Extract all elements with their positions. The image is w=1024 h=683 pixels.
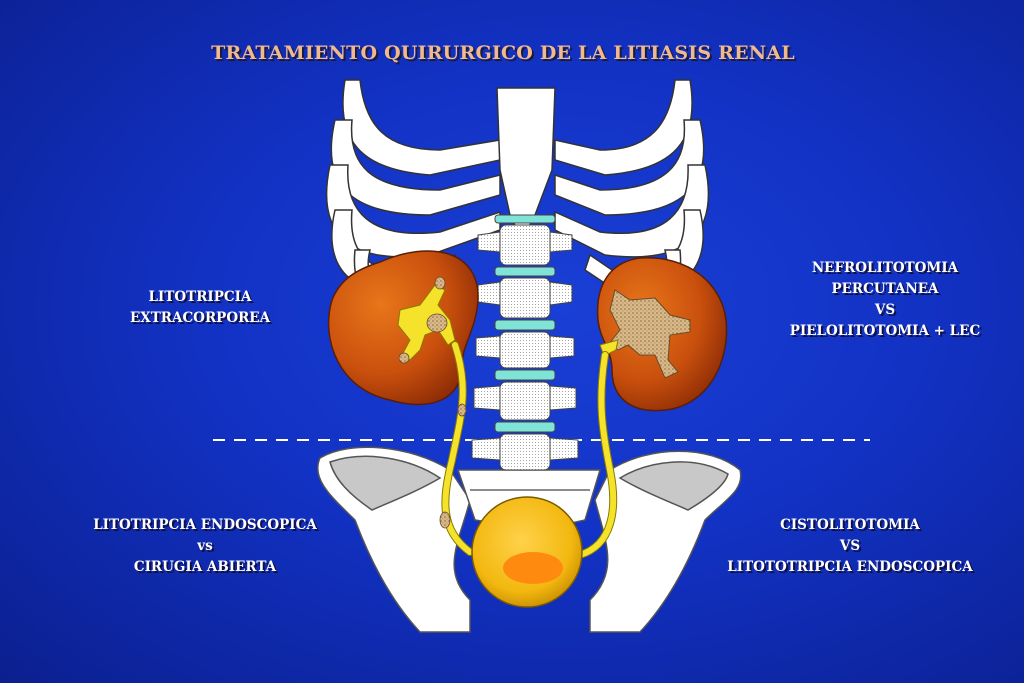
ureter-stone-lower [439, 511, 451, 529]
bladder [471, 496, 583, 608]
kidney-right [596, 257, 728, 412]
label-line: EXTRACORPOREA [129, 310, 271, 326]
label-line: LITOTRIPCIA ENDOSCOPICA [93, 517, 317, 533]
label-line: PERCUTANEA [831, 281, 939, 297]
label-cistolitotomia: CISTOLITOTOMIA VS LITOTOTRIPCIA ENDOSCOP… [690, 515, 1010, 578]
spine [471, 214, 579, 471]
label-line: NEFROLITOTOMIA [811, 260, 959, 276]
label-line: vs [197, 538, 213, 554]
label-line: VS [839, 538, 861, 554]
kidney-left [327, 250, 479, 406]
slide-title: TRATAMIENTO QUIRURGICO DE LA LITIASIS RE… [211, 42, 795, 64]
label-nefrolitotomia: NEFROLITOTOMIA PERCUTANEA VS PIELOLITOTO… [765, 258, 1005, 342]
label-line: PIELOLITOTOMIA + LEC [789, 323, 981, 339]
ureters [441, 341, 618, 559]
label-line: LITOTOTRIPCIA ENDOSCOPICA [727, 559, 973, 575]
label-line: CIRUGIA ABIERTA [133, 559, 277, 575]
label-line: CISTOLITOTOMIA [780, 517, 920, 533]
ureter-stone-upper [457, 403, 467, 417]
label-line: VS [874, 302, 896, 318]
label-litotripcia-extracorporea: LITOTRIPCIA EXTRACORPOREA [100, 287, 300, 329]
label-litotripcia-endoscopica: LITOTRIPCIA ENDOSCOPICA vs CIRUGIA ABIER… [55, 515, 355, 578]
label-line: LITOTRIPCIA [148, 289, 252, 305]
